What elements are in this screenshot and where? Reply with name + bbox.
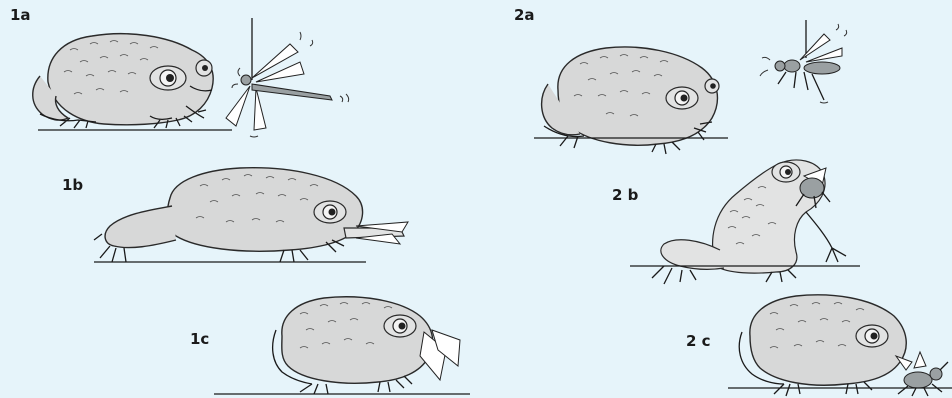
toad-1c	[273, 297, 460, 394]
wasp-2c	[896, 352, 948, 396]
dragonfly-1a	[226, 18, 349, 137]
wasp-2a	[760, 20, 847, 103]
toad-2c	[739, 295, 906, 396]
toad-1b	[94, 168, 408, 262]
toad-1a	[33, 34, 213, 128]
